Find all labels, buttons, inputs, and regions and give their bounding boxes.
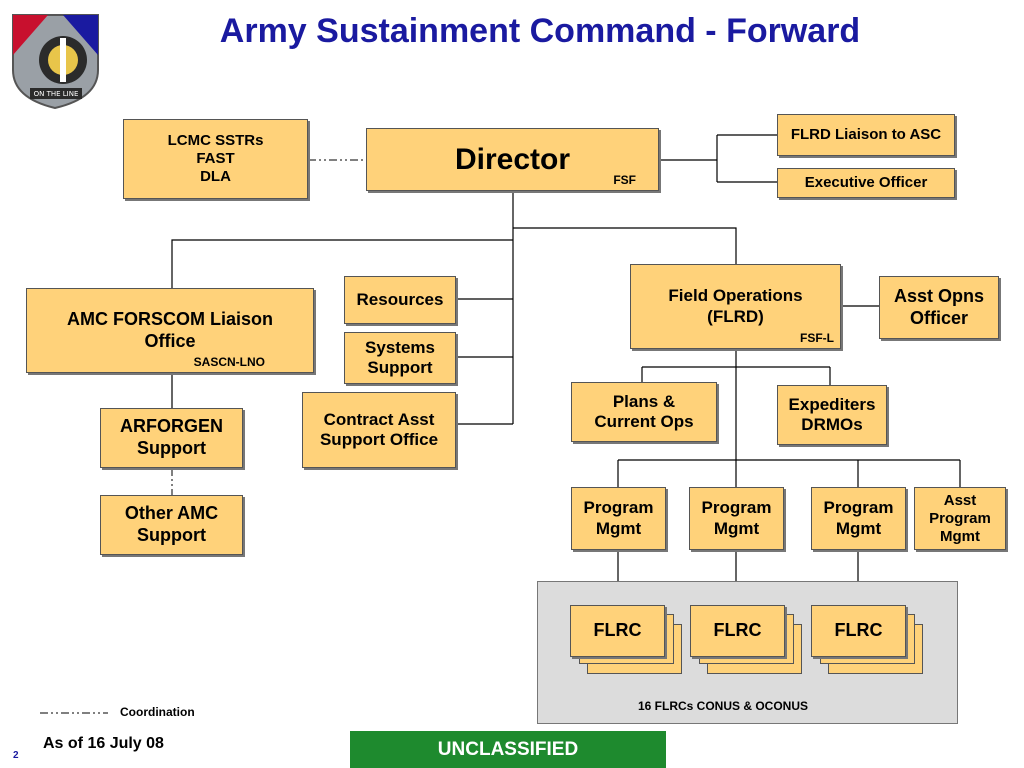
program-mgmt-line1: Program (823, 498, 894, 518)
fast-label: FAST (196, 150, 235, 167)
executive-officer-box: Executive Officer (777, 168, 955, 198)
flrc-label: FLRC (834, 620, 883, 641)
other-amc-line1: Other AMC (124, 503, 219, 524)
flrc-box: FLRC (811, 605, 906, 657)
program-mgmt-line2: Mgmt (713, 518, 760, 538)
amc-forscom-line2: Office (144, 330, 196, 351)
field-ops-line2: (FLRD) (707, 306, 764, 326)
director-label: Director (454, 142, 571, 176)
lcmc-sstrs-label: LCMC SSTRs (167, 132, 264, 149)
arforgen-support-box: ARFORGEN Support (100, 408, 243, 468)
program-mgmt-line1: Program (583, 498, 654, 518)
asst-opns-officer-box: Asst Opns Officer (879, 276, 999, 339)
lcmc-sstrs-box: LCMC SSTRs FAST DLA (123, 119, 308, 199)
plans-line1: Plans & (612, 391, 676, 411)
flrd-liaison-label: FLRD Liaison to ASC (790, 126, 942, 143)
field-ops-line1: Field Operations (668, 286, 803, 306)
expediters-drmos-box: Expediters DRMOs (777, 385, 887, 445)
dla-label: DLA (200, 168, 231, 185)
flrc-count-note: 16 FLRCs CONUS & OCONUS (638, 699, 809, 713)
as-of-date: As of 16 July 08 (43, 735, 164, 752)
program-mgmt-line2: Mgmt (835, 518, 882, 538)
program-mgmt-box: Program Mgmt (811, 487, 906, 550)
program-mgmt-box: Program Mgmt (571, 487, 666, 550)
director-code: FSF (613, 172, 636, 187)
other-amc-line2: Support (137, 525, 206, 545)
arforgen-line2: Support (137, 438, 206, 458)
flrc-label: FLRC (593, 620, 642, 641)
resources-box: Resources (344, 276, 456, 324)
contract-asst-line1: Contract Asst (323, 409, 435, 429)
asst-opns-line1: Asst Opns (893, 285, 985, 306)
classification-label: UNCLASSIFIED (437, 738, 579, 760)
asst-program-mgmt-box: Asst Program Mgmt (914, 487, 1006, 550)
plans-line2: Current Ops (594, 412, 694, 431)
program-mgmt-line2: Mgmt (595, 518, 642, 538)
systems-support-line2: Support (367, 358, 433, 377)
systems-support-line1: Systems (365, 337, 435, 357)
systems-support-box: Systems Support (344, 332, 456, 384)
other-amc-support-box: Other AMC Support (100, 495, 243, 555)
director-box: Director FSF (366, 128, 659, 191)
legend-coordination-label: Coordination (120, 705, 195, 719)
logo-text: ON THE LINE (34, 90, 79, 98)
contract-asst-line2: Support Office (319, 430, 439, 449)
program-mgmt-box: Program Mgmt (689, 487, 784, 550)
classification-banner: UNCLASSIFIED (350, 731, 666, 768)
field-ops-code: FSF-L (800, 330, 834, 345)
flrd-liaison-box: FLRD Liaison to ASC (777, 114, 955, 156)
field-operations-box: Field Operations (FLRD) FSF-L (630, 264, 841, 349)
expediters-line1: Expediters (788, 394, 876, 414)
page-title: Army Sustainment Command - Forward (219, 12, 861, 50)
contract-asst-box: Contract Asst Support Office (302, 392, 456, 468)
flrc-box: FLRC (690, 605, 785, 657)
plans-current-ops-box: Plans & Current Ops (571, 382, 717, 442)
arforgen-line1: ARFORGEN (120, 416, 223, 437)
asst-program-mgmt-line3: Mgmt (940, 527, 980, 545)
asst-program-mgmt-line1: Asst (943, 491, 977, 509)
army-sustainment-command-logo-icon: ON THE LINE (12, 14, 99, 110)
amc-forscom-line1: AMC FORSCOM Liaison (67, 308, 273, 329)
amc-forscom-code: SASCN-LNO (193, 354, 265, 369)
asst-program-mgmt-line2: Program (929, 509, 991, 527)
flrc-label: FLRC (713, 620, 762, 641)
expediters-line2: DRMOs (801, 415, 863, 434)
program-mgmt-line1: Program (701, 498, 772, 518)
flrc-box: FLRC (570, 605, 665, 657)
executive-officer-label: Executive Officer (804, 174, 928, 191)
resources-label: Resources (356, 289, 444, 309)
page-number: 2 (13, 750, 19, 761)
amc-forscom-liaison-box: AMC FORSCOM Liaison Office SASCN-LNO (26, 288, 314, 373)
asst-opns-line2: Officer (909, 307, 969, 328)
